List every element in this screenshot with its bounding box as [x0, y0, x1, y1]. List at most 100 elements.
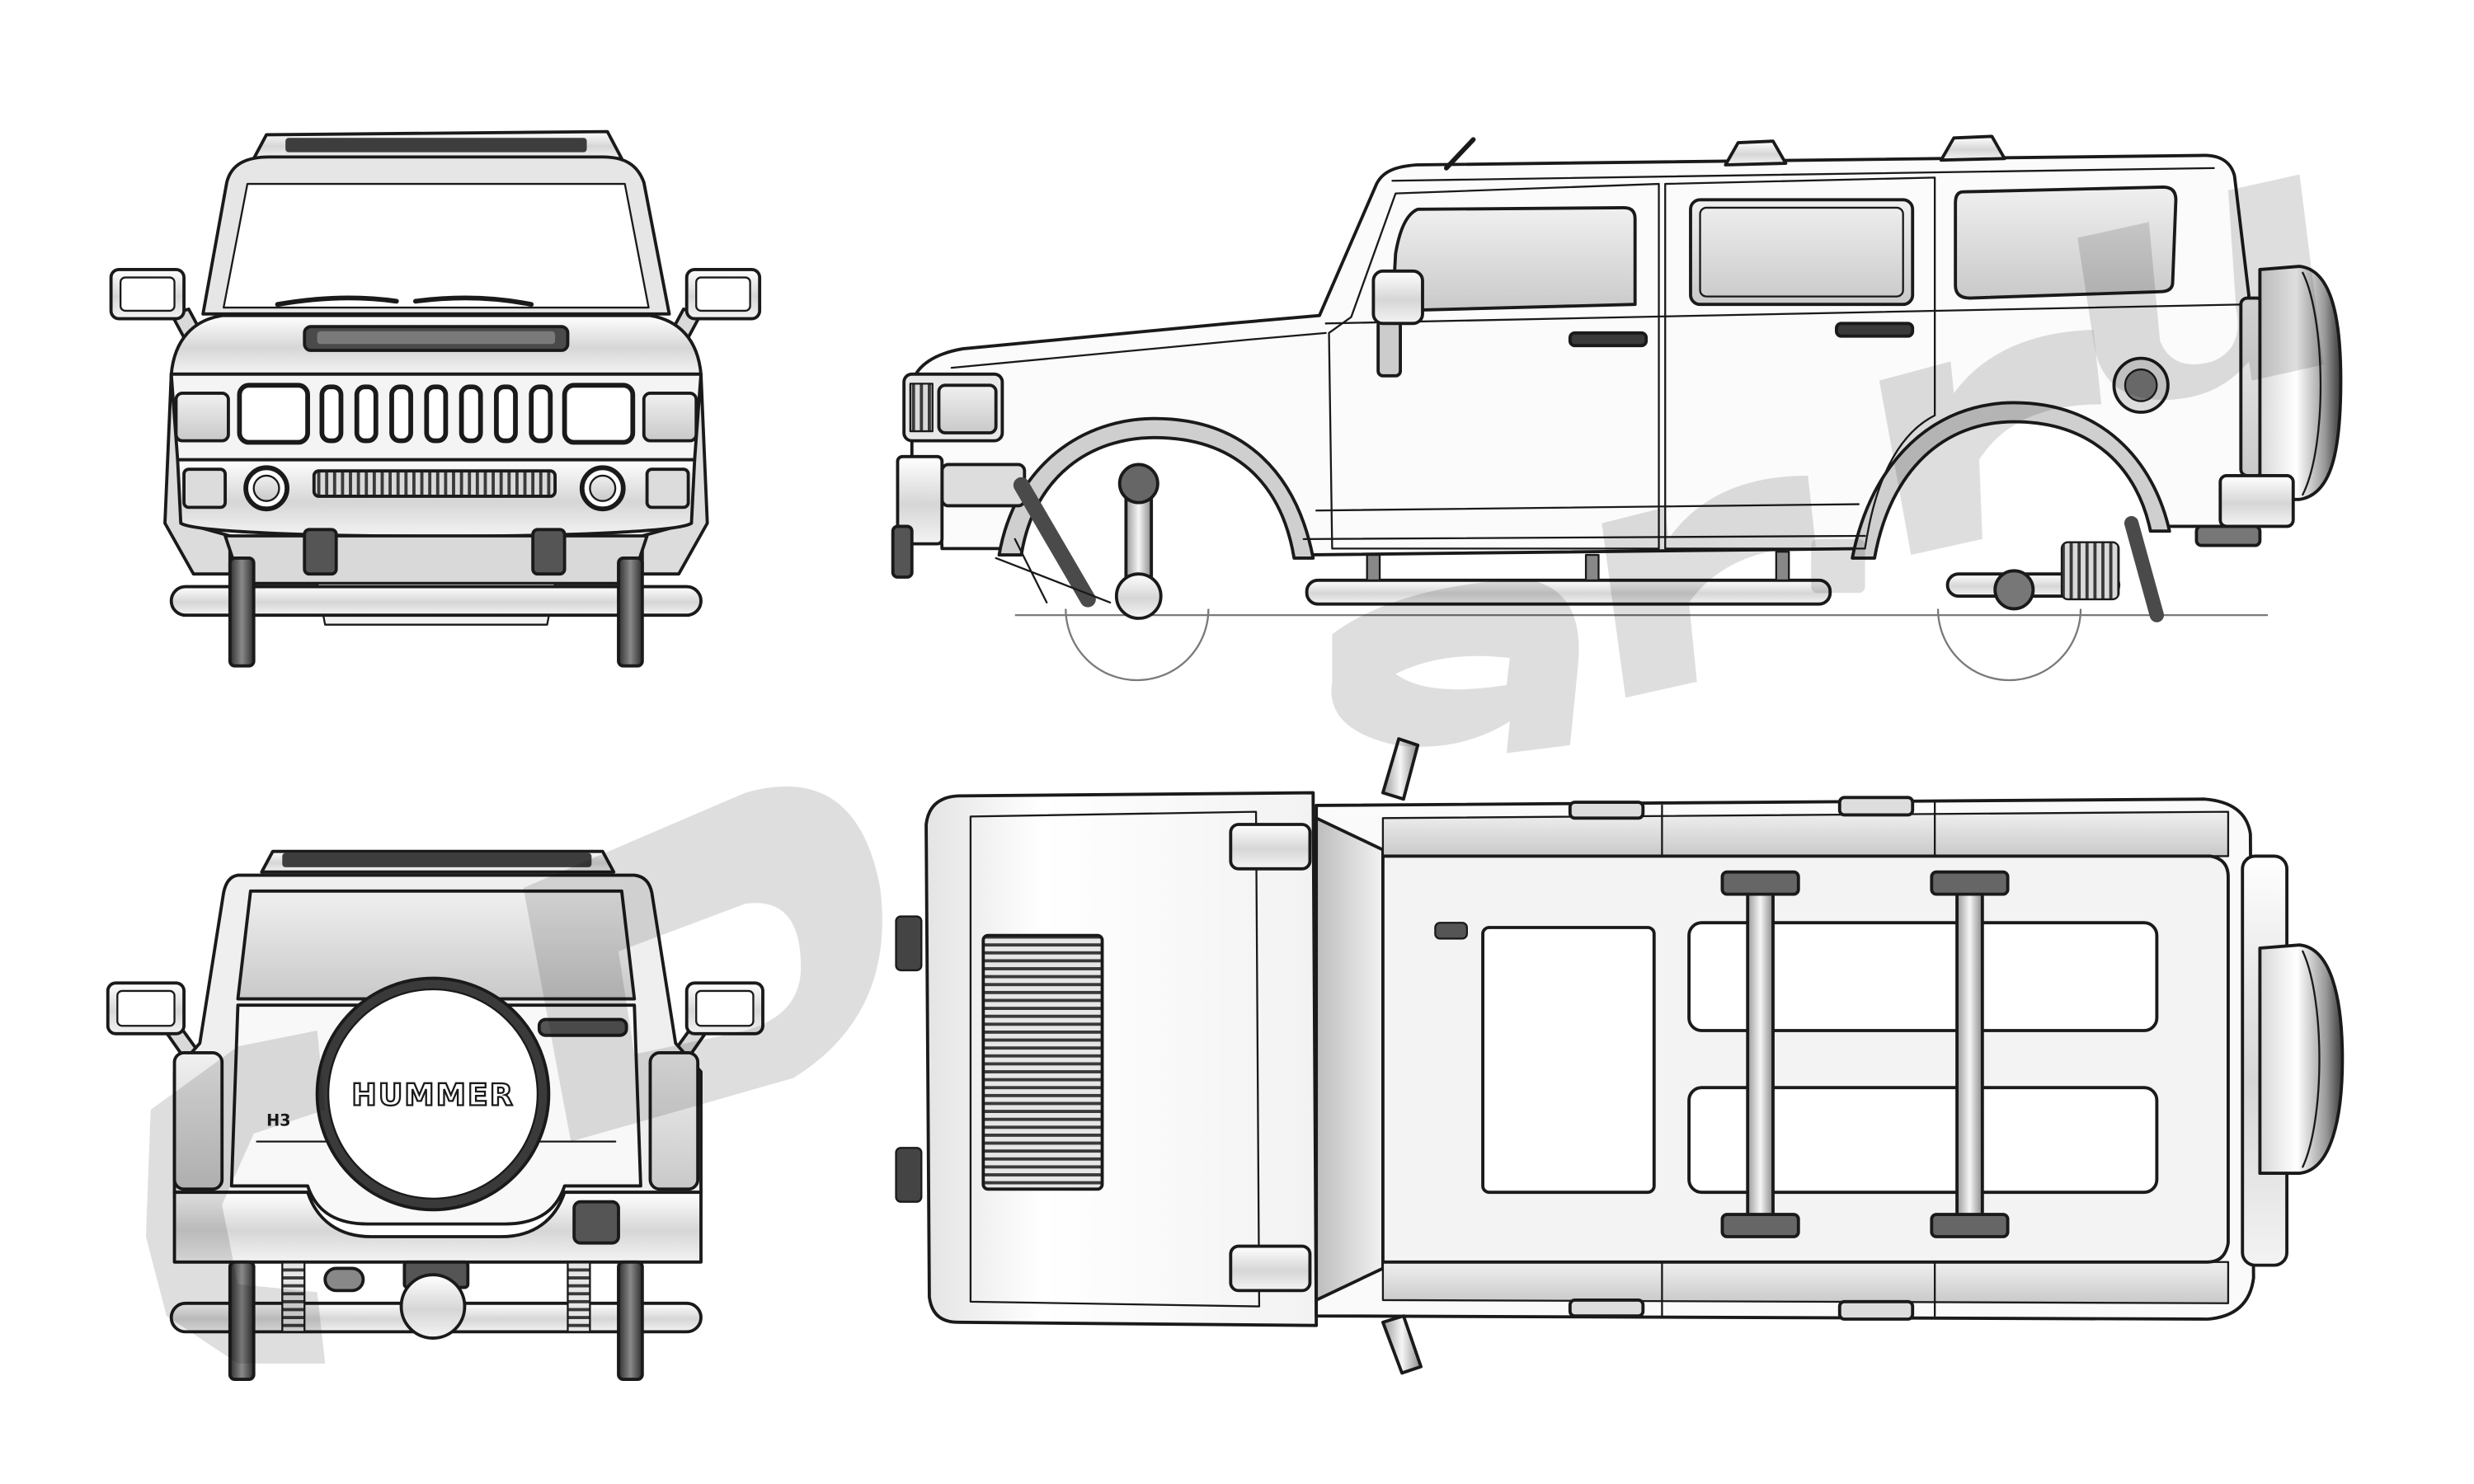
right-rear-tire	[617, 1260, 644, 1381]
running-board-bracket	[1366, 553, 1381, 581]
exhaust-tip	[323, 1266, 365, 1293]
hood-vent	[981, 933, 1104, 1191]
rear-bumper	[172, 1190, 703, 1264]
front-right-wheel-edge	[895, 1147, 923, 1203]
windshield-top	[1315, 816, 1385, 1302]
top-door-handle	[1568, 801, 1645, 820]
watermark-shape	[2077, 174, 2324, 401]
rear-roof-rack-bar	[282, 852, 592, 867]
grille-slot	[319, 384, 344, 444]
watermark-shape	[1331, 578, 1579, 754]
crossbar-mount	[1720, 1213, 1800, 1238]
front-suspension-link	[995, 538, 1112, 603]
top-door-handle	[1568, 1298, 1645, 1318]
side-mirror	[1371, 269, 1424, 378]
rear-shock	[2124, 515, 2165, 622]
antenna	[1443, 137, 1476, 171]
watermark-shape	[1879, 330, 2102, 556]
mirror-base-right	[1229, 1244, 1312, 1293]
side-headlamp	[937, 383, 998, 434]
rear-spring-block	[2060, 541, 2120, 601]
roof-panel-rear-upper	[1687, 921, 2159, 1032]
rear-door-window-frame	[1699, 206, 1904, 298]
hood-top	[924, 791, 1319, 1327]
bumper-lower-grille	[312, 469, 557, 498]
door-division-lines	[1661, 801, 1936, 1317]
mirror-glass	[695, 276, 751, 312]
wiper-left	[275, 295, 399, 308]
front-coil-top	[1117, 463, 1159, 505]
running-board	[1305, 578, 1832, 606]
mirror-base-left	[1229, 823, 1312, 871]
watermark	[145, 174, 2324, 1364]
rear-wheel-outline	[1936, 608, 2082, 682]
roof-rack-bar	[285, 138, 587, 153]
right-fog-lamp-lens	[589, 474, 617, 502]
front-grille	[319, 384, 553, 444]
watermark-shape	[1602, 475, 1816, 698]
hood-side-crease	[950, 331, 1327, 369]
front-door-handle	[1568, 331, 1649, 348]
watermark-shape	[1811, 538, 1865, 594]
left-fog-lamp-lens	[252, 474, 280, 502]
mirror-glass	[116, 989, 176, 1027]
grille-slot	[424, 384, 449, 444]
front-wheel-outline	[1065, 608, 1210, 682]
side-front-bumper	[896, 454, 944, 546]
roof-crossbar-front	[1746, 875, 1775, 1231]
front-view	[109, 129, 762, 668]
mirror-housing	[1371, 269, 1424, 326]
rear-door-window	[1689, 198, 1915, 307]
skid-plate	[223, 534, 649, 585]
hood-panel	[969, 810, 1261, 1308]
crossbar-mount	[1930, 870, 2010, 896]
rear-hub	[1993, 569, 2035, 611]
top-spare-tire	[2258, 943, 2345, 1175]
top-mirror-right	[1381, 1314, 1423, 1375]
side-grille-slots	[909, 383, 934, 433]
rear-door-handle	[1835, 322, 1915, 338]
hitch-ball	[399, 1273, 467, 1341]
right-side-lamp	[642, 392, 698, 443]
side-glass-top	[1381, 810, 2230, 857]
roof-rack-mount-front	[1724, 139, 1788, 167]
side-glass-bottom	[1381, 1261, 2230, 1304]
roof-crossbar-rear	[1955, 875, 1984, 1231]
front-fender-flare	[997, 416, 1315, 560]
top-view	[895, 737, 2345, 1375]
grille-slot	[354, 384, 379, 444]
top-door-handle	[1837, 796, 1915, 817]
hood-scoop-vent	[317, 331, 556, 345]
roof-antenna-base	[1434, 922, 1469, 940]
front-left-wheel-edge	[895, 915, 923, 972]
left-headlamp	[237, 383, 310, 445]
windshield	[223, 182, 650, 309]
mirror-glass	[120, 276, 176, 312]
left-tow-hook	[303, 528, 338, 576]
crossbar-mount	[1720, 870, 1800, 896]
grille-slot	[459, 384, 483, 444]
roof-panel-rear-lower	[1687, 1086, 2159, 1195]
roof-rack-mount-rear	[1939, 134, 2006, 162]
left-front-tire	[228, 556, 256, 668]
front-axle	[169, 585, 703, 618]
rear-hitch	[2194, 524, 2262, 547]
right-headlamp	[562, 383, 636, 445]
front-hub	[1114, 572, 1163, 620]
side-fog-lamp	[940, 463, 1027, 508]
mirror-stalk	[1376, 318, 1403, 378]
front-door-window	[1390, 206, 1637, 312]
front-shock	[1013, 477, 1096, 608]
mirror-glass	[695, 989, 755, 1027]
side-rear-bumper	[2218, 474, 2295, 528]
wiper-right	[412, 295, 534, 308]
top-spare-tread-line	[2302, 950, 2321, 1168]
roof-panel-front	[1481, 926, 1656, 1195]
right-front-tire	[617, 556, 644, 668]
left-bumper-corner	[182, 467, 227, 510]
top-door-handle	[1837, 1299, 1915, 1321]
right-leaf-spring	[567, 1261, 591, 1333]
grille-slot	[529, 384, 553, 444]
spare-tire-cover	[327, 988, 539, 1200]
